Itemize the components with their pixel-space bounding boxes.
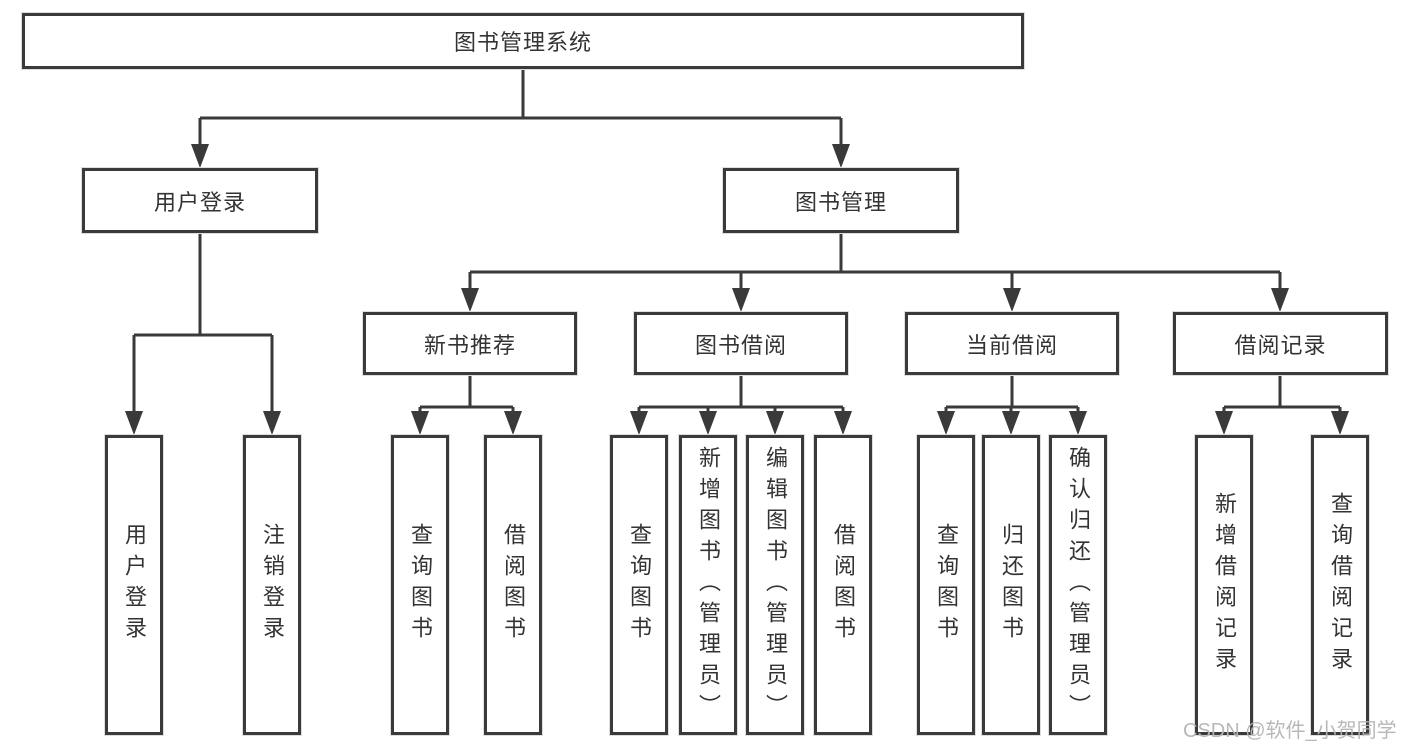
node-book-management: 图书管理 — [723, 168, 959, 233]
leaf-confirm-return-admin: 确认归还（管理员） — [1049, 435, 1107, 735]
node-label: 新增借阅记录 — [1212, 492, 1237, 678]
node-new-book-recommend: 新书推荐 — [363, 312, 577, 375]
node-label: 借阅图书 — [501, 523, 526, 647]
node-user-login: 用户登录 — [82, 168, 318, 233]
node-library-system: 图书管理系统 — [22, 13, 1024, 69]
node-label: 查询图书 — [627, 523, 652, 647]
node-current-borrowing: 当前借阅 — [905, 312, 1119, 375]
leaf-add-books-admin: 新增图书（管理员） — [679, 435, 737, 735]
node-label: 图书管理 — [794, 189, 887, 215]
node-label: 用户登录 — [153, 189, 246, 215]
node-label: 新书推荐 — [423, 332, 516, 358]
node-label: 图书借阅 — [694, 332, 787, 358]
node-label: 当前借阅 — [965, 332, 1058, 358]
leaf-edit-books-admin: 编辑图书（管理员） — [746, 435, 804, 735]
node-label: 用户登录 — [122, 523, 147, 647]
leaf-add-borrow-record: 新增借阅记录 — [1195, 435, 1253, 735]
watermark: CSDN @软件_小贺同学 — [1183, 720, 1397, 742]
node-label: 确认归还（管理员） — [1066, 445, 1091, 725]
node-label: 查询图书 — [934, 523, 959, 647]
leaf-logout-login: 注销登录 — [243, 435, 301, 735]
leaf-query-books-recommend: 查询图书 — [391, 435, 449, 735]
node-borrow-records: 借阅记录 — [1173, 312, 1388, 375]
node-label: 图书管理系统 — [453, 30, 592, 55]
node-label: 新增图书（管理员） — [696, 445, 721, 725]
leaf-query-borrow-record: 查询借阅记录 — [1311, 435, 1369, 735]
leaf-borrow-books-recommend: 借阅图书 — [484, 435, 542, 735]
node-label: 编辑图书（管理员） — [763, 445, 788, 725]
leaf-return-books: 归还图书 — [982, 435, 1040, 735]
node-book-borrowing: 图书借阅 — [634, 312, 848, 375]
node-label: 查询图书 — [408, 523, 433, 647]
leaf-borrow-books: 借阅图书 — [814, 435, 872, 735]
leaf-query-books-current: 查询图书 — [917, 435, 975, 735]
leaf-user-login: 用户登录 — [105, 435, 163, 735]
node-label: 借阅图书 — [831, 523, 856, 647]
node-label: 借阅记录 — [1234, 332, 1327, 358]
node-label: 查询借阅记录 — [1328, 492, 1353, 678]
leaf-query-books-borrow: 查询图书 — [610, 435, 668, 735]
node-label: 归还图书 — [999, 523, 1024, 647]
node-label: 注销登录 — [260, 523, 285, 647]
